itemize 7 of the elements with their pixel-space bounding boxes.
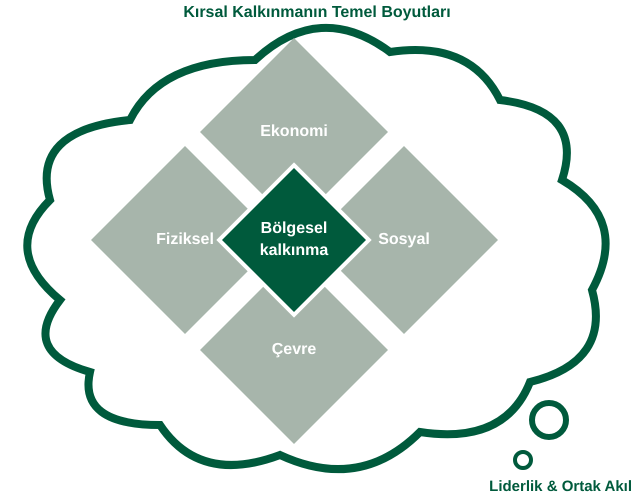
node-label: Çevre [272, 340, 316, 360]
node-label: Ekonomi [260, 122, 328, 142]
caption-label: Liderlik & Ortak Akıl [489, 478, 632, 495]
diagram-title: Kırsal Kalkınmanın Temel Boyutları [182, 4, 452, 22]
node-label: Fiziksel [156, 230, 214, 250]
node-label: Bölgesel kalkınma [258, 218, 330, 261]
node-label: Sosyal [378, 230, 430, 250]
